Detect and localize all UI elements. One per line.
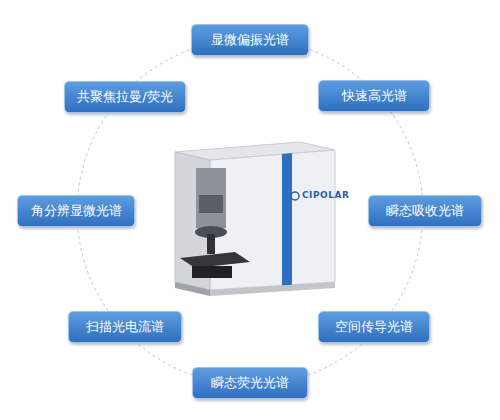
technique-box: 空间传导光谱 (318, 311, 430, 343)
technique-box: 瞬态荧光光谱 (192, 367, 308, 399)
technique-box: 瞬态吸收光谱 (368, 195, 482, 227)
technique-box: 快速高光谱 (318, 80, 430, 112)
technique-name: 扫描光电流谱 (86, 318, 164, 336)
technique-name: 瞬态吸收光谱 (386, 202, 464, 220)
instrument-illustration (175, 142, 335, 296)
technique-box: 角分辨显微光谱 (17, 195, 135, 227)
brand-label: CIPOLAR (302, 190, 349, 200)
technique-name: 瞬态荧光光谱 (211, 374, 289, 392)
technique-name: 角分辨显微光谱 (31, 202, 122, 220)
technique-name: 快速高光谱 (342, 87, 407, 105)
technique-box: 共聚焦拉曼/荧光 (64, 81, 186, 113)
technique-name: 显微偏振光谱 (211, 31, 289, 49)
technique-box: 显微偏振光谱 (191, 24, 309, 56)
technique-box: 扫描光电流谱 (68, 311, 182, 343)
technique-name: 空间传导光谱 (335, 318, 413, 336)
technique-name: 共聚焦拉曼/荧光 (77, 88, 172, 106)
